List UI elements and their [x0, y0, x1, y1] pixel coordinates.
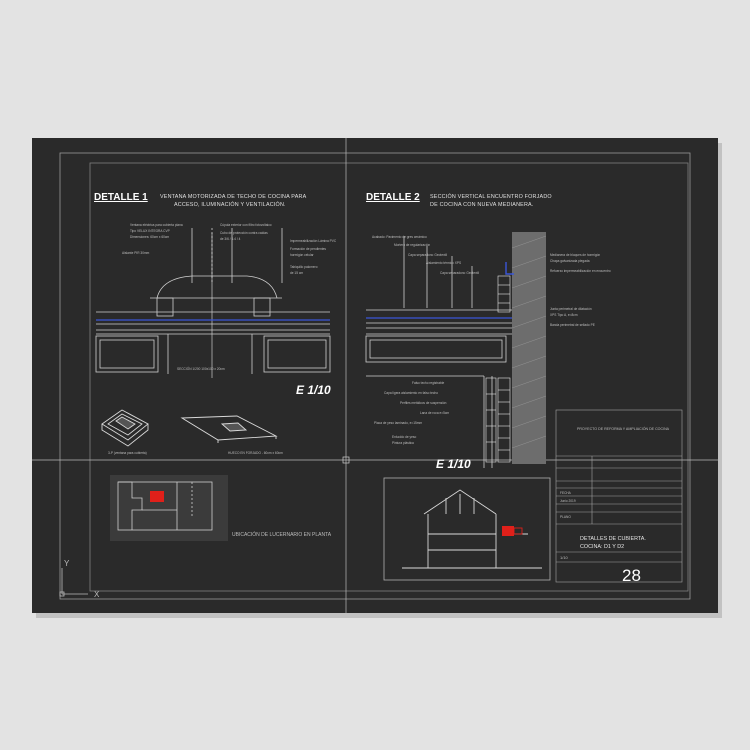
svg-text:Lana de roca e=5cm: Lana de roca e=5cm: [420, 411, 449, 415]
svg-text:Dimensiones: 60cm x 60cm: Dimensiones: 60cm x 60cm: [130, 235, 169, 239]
detalle-2-wall: [485, 232, 547, 464]
svg-text:Junta perimetral de dilatación: Junta perimetral de dilatación: [550, 307, 592, 311]
svg-text:Enlucido de yeso: Enlucido de yeso: [392, 435, 417, 439]
detalle-1-isometric-skylight: [101, 409, 149, 447]
detalle-2-annotations: Acabado: Pavimento de gres cerámico Mort…: [372, 235, 611, 445]
svg-text:Ventana eléctrica para cubiert: Ventana eléctrica para cubierta plana: [130, 223, 183, 227]
svg-text:PLANO: PLANO: [560, 515, 571, 519]
svg-text:Chapa galvanizada plegada: Chapa galvanizada plegada: [550, 259, 590, 263]
scale-value: 1/10: [560, 555, 569, 560]
detalle-2-title: DETALLE 2: [366, 192, 420, 203]
detalle-2-subtitle-2: DE COCINA CON NUEVA MEDIANERA.: [430, 202, 534, 208]
detalle-1-header: DETALLE 1 VENTANA MOTORIZADA DE TECHO DE…: [94, 192, 307, 208]
svg-text:FECHA: FECHA: [560, 491, 572, 495]
detalle-1-scale: E 1/10: [296, 383, 331, 397]
svg-text:Aislamiento térmico XPS: Aislamiento térmico XPS: [426, 261, 461, 265]
svg-text:Acabado: Pavimento de gres cer: Acabado: Pavimento de gres cerámico: [372, 235, 427, 239]
title-block: [555, 409, 683, 583]
svg-text:Aislante PIR 30mm: Aislante PIR 30mm: [122, 251, 150, 255]
svg-text:Capa separadora: Geotextil: Capa separadora: Geotextil: [440, 271, 479, 275]
crosshair-lines[interactable]: [32, 138, 718, 613]
drawing-sheet: DETALLE 1 VENTANA MOTORIZADA DE TECHO DE…: [32, 138, 718, 613]
svg-text:Capa separadora: Geotextil: Capa separadora: Geotextil: [408, 253, 447, 257]
ucs-icon: [59, 568, 88, 597]
detalle-1-plan-view: [110, 475, 228, 541]
detalle-2-section: [365, 236, 514, 468]
detail-location-marker: [502, 526, 514, 536]
svg-text:Cúpula exterior con filtro fot: Cúpula exterior con filtro fotovoltaico: [220, 223, 272, 227]
svg-text:Formación de pendientes: Formación de pendientes: [290, 247, 326, 251]
detalle-2-building-section: [383, 477, 551, 581]
detalle-1-subtitle-1: VENTANA MOTORIZADA DE TECHO DE COCINA PA…: [160, 194, 307, 200]
svg-text:Falso techo registrable: Falso techo registrable: [412, 381, 444, 385]
project-name: PROYECTO DE REFORMA Y AMPLIACIÓN DE COCI…: [577, 426, 670, 431]
detalle-1-isometric-caption-left: 3-P (ventana para cubierta): [108, 451, 147, 455]
svg-text:Impermeabilización Lámina PVC: Impermeabilización Lámina PVC: [290, 239, 337, 243]
svg-text:XPS Tipo A, e=8cm: XPS Tipo A, e=8cm: [550, 313, 578, 317]
title-block-text: PROYECTO DE REFORMA Y AMPLIACIÓN DE COCI…: [560, 426, 670, 585]
detalle-1-plan-caption: UBICACIÓN DE LUCERNARIO EN PLANTA: [232, 531, 332, 538]
ucs-y-label: Y: [64, 559, 70, 568]
drawing-title-2: COCINA: D1 Y D2: [580, 544, 624, 550]
svg-text:de 15 cm: de 15 cm: [290, 271, 303, 275]
sheet-number: 28: [622, 566, 641, 585]
detalle-2-header: DETALLE 2 SECCIÓN VERTICAL ENCUENTRO FOR…: [366, 192, 552, 208]
svg-text:Placa de yeso laminado, e=15mm: Placa de yeso laminado, e=15mm: [374, 421, 422, 425]
svg-text:Banda perimetral de sellado PE: Banda perimetral de sellado PE: [550, 323, 595, 327]
svg-text:Mortero de regularización: Mortero de regularización: [394, 243, 430, 247]
svg-text:Pintura plástica: Pintura plástica: [392, 441, 414, 445]
detalle-1-isometric-opening: [180, 415, 278, 443]
cad-drawing: DETALLE 1 VENTANA MOTORIZADA DE TECHO DE…: [32, 138, 718, 613]
svg-text:Tipo VELUX INTEGRA CVP: Tipo VELUX INTEGRA CVP: [130, 229, 170, 233]
svg-text:Medianera de bloques de hormig: Medianera de bloques de hormigón: [550, 253, 600, 257]
svg-text:Capa ligera aislamiento en fal: Capa ligera aislamiento en falso techo: [384, 391, 438, 395]
detalle-1-annotations: Ventana eléctrica para cubierta plana Ti…: [122, 223, 337, 371]
sheet-frames: [59, 152, 691, 600]
detalle-1-section-caption: SECCIÓN 1/200 100x100 x 20cm: [177, 366, 225, 371]
svg-text:Tabiquillo palomero: Tabiquillo palomero: [290, 265, 318, 269]
svg-text:Cubo de protección contra caíd: Cubo de protección contra caídas: [220, 231, 268, 235]
ucs-x-label: X: [94, 590, 100, 599]
svg-text:hormigón celular: hormigón celular: [290, 253, 315, 257]
detalle-1-isometric-caption-right: HUECO EN FORJADO - 60cm x 60cm: [228, 451, 283, 455]
drawing-title-1: DETALLES DE CUBIERTA.: [580, 536, 646, 542]
detalle-1-title: DETALLE 1: [94, 192, 148, 203]
detalle-2-scale: E 1/10: [436, 457, 471, 471]
skylight-location-marker: [150, 491, 164, 502]
svg-text:Perfiles metálicos de suspensi: Perfiles metálicos de suspensión: [400, 401, 447, 405]
detalle-1-section: [95, 228, 331, 378]
svg-text:Refuerzo impermeabilización en: Refuerzo impermeabilización en encuentro: [550, 269, 611, 273]
svg-text:Junio 2019: Junio 2019: [560, 499, 576, 503]
detalle-2-subtitle-1: SECCIÓN VERTICAL ENCUENTRO FORJADO: [430, 193, 552, 200]
detalle-1-subtitle-2: ACCESO, ILUMINACIÓN Y VENTILACIÓN.: [174, 201, 286, 208]
svg-text:de 3/6 / 6.4 / 4: de 3/6 / 6.4 / 4: [220, 237, 241, 241]
